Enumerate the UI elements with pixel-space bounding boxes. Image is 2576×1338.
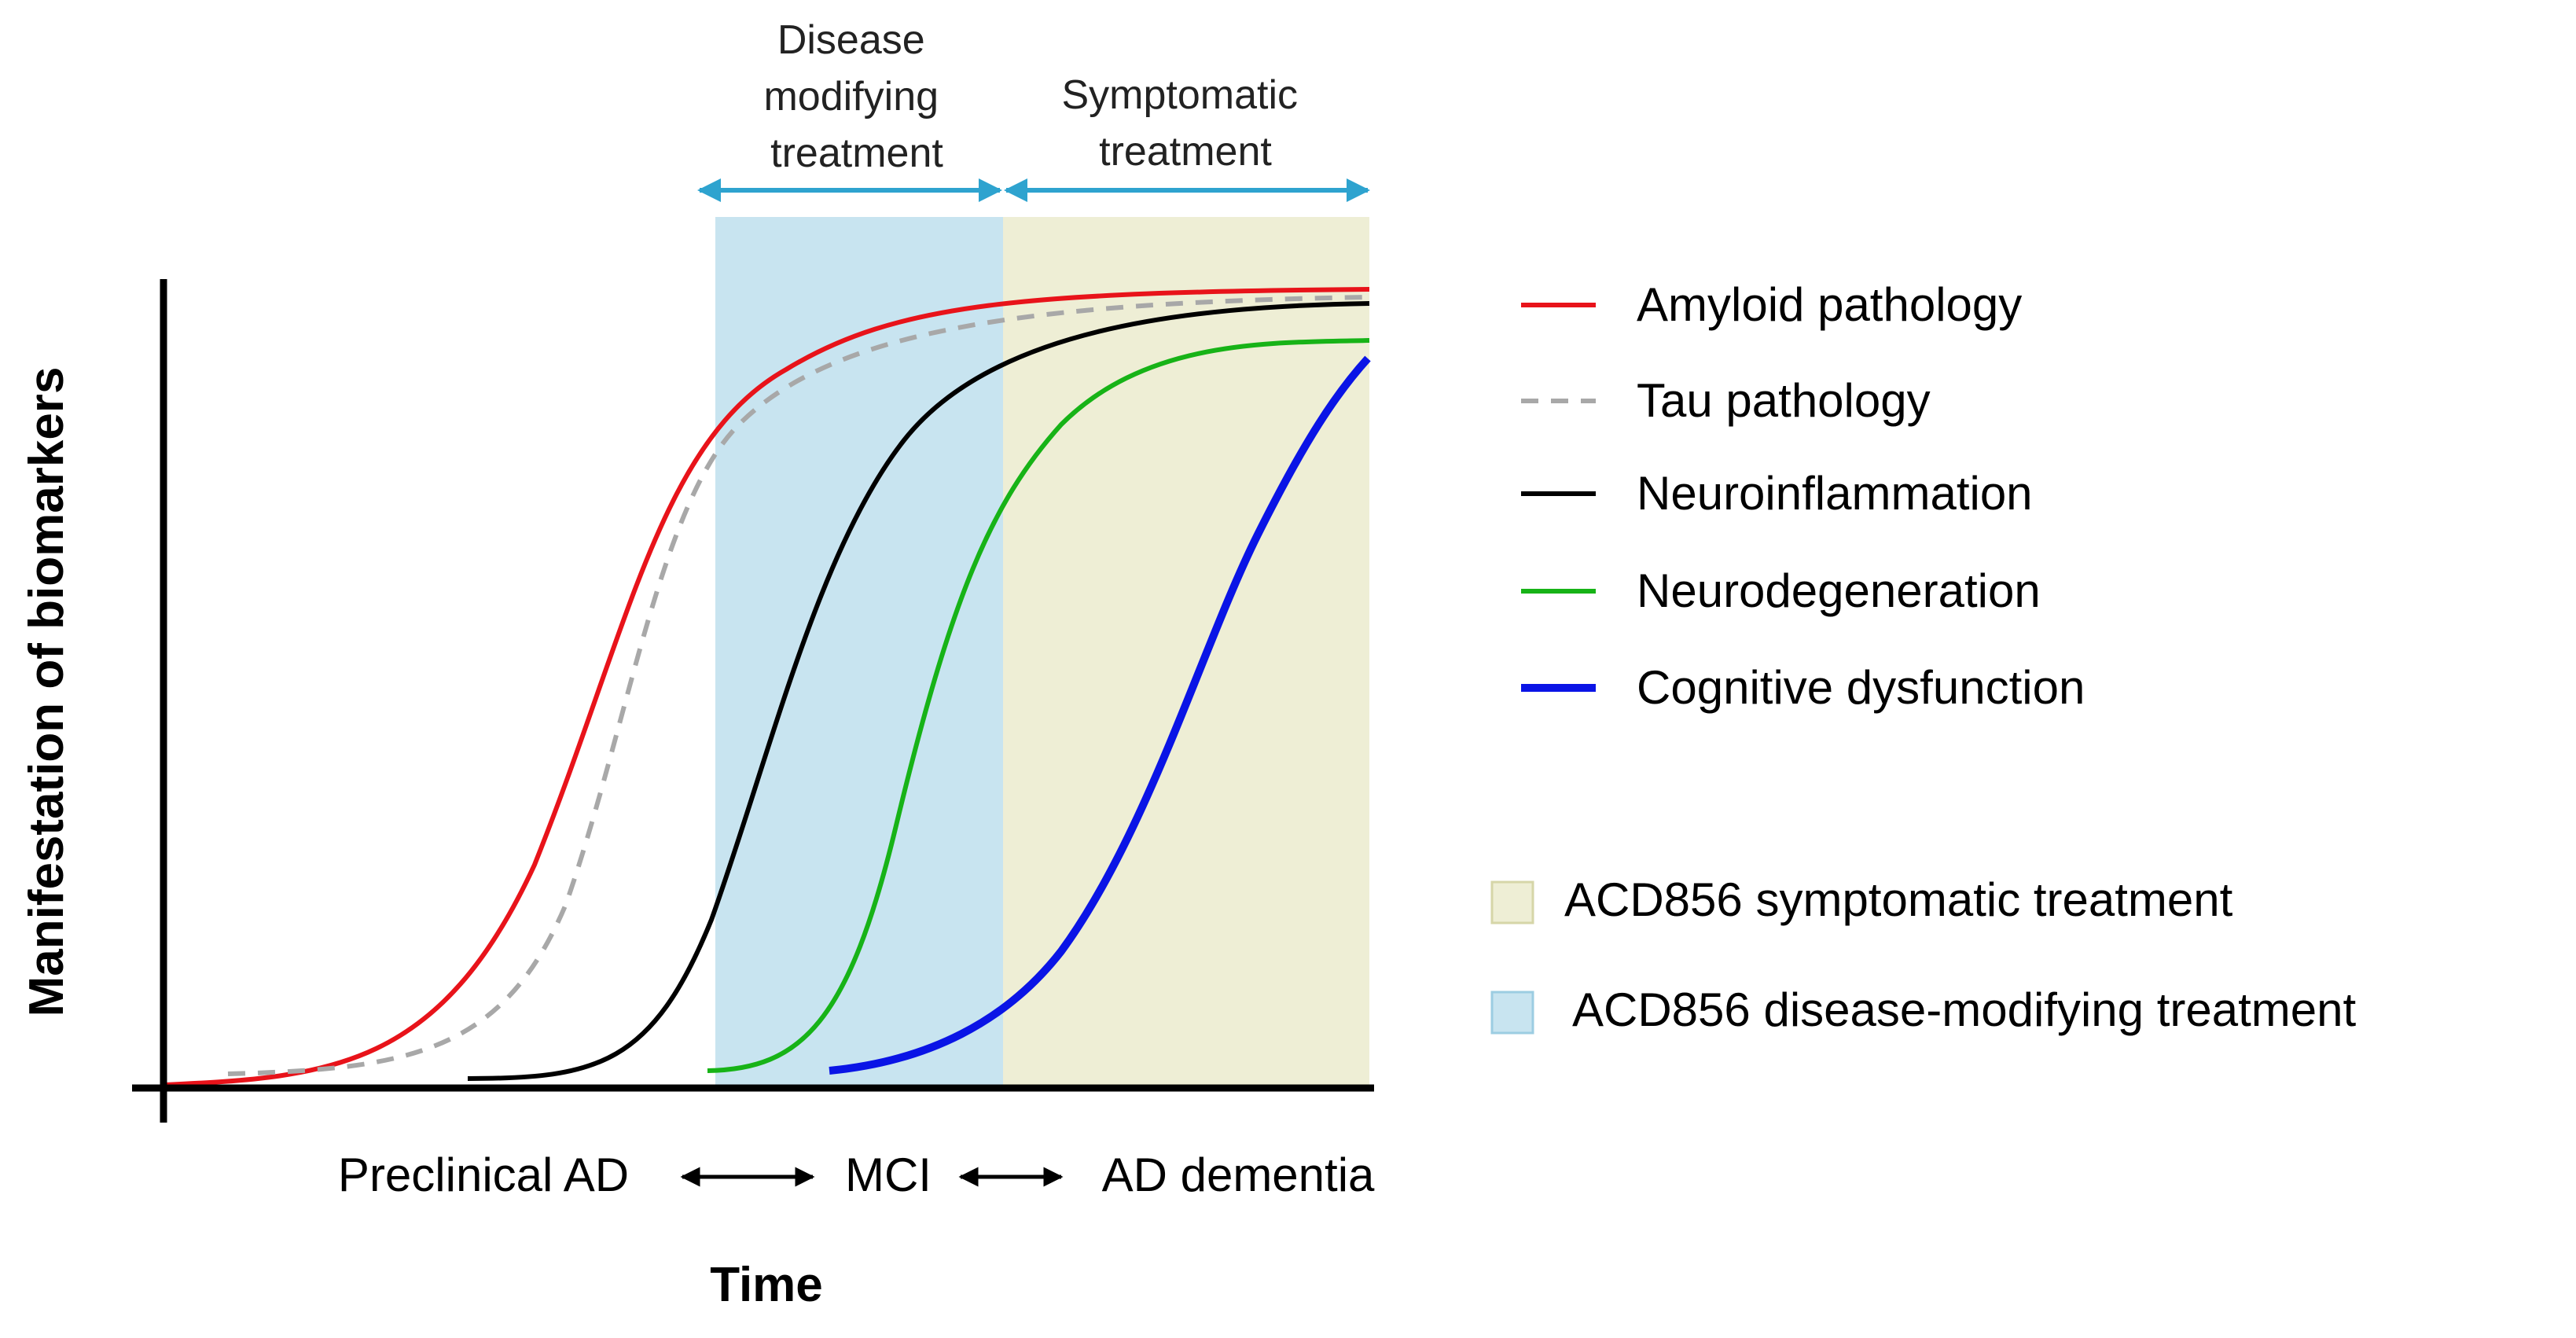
legend-label-cognitive: Cognitive dysfunction bbox=[1637, 661, 2085, 714]
legend-item-symptomatic-region: ACD856 symptomatic treatment bbox=[1490, 873, 2233, 926]
stage-preclinical: Preclinical AD bbox=[338, 1149, 629, 1201]
disease-modifying-region bbox=[715, 217, 1003, 1085]
legend: Amyloid pathology Tau pathology Neuroinf… bbox=[1490, 278, 2356, 1036]
legend-item-neurodegeneration: Neurodegeneration bbox=[1521, 564, 2041, 617]
cognitive-dysfunction-curve bbox=[829, 355, 1371, 1075]
neuroinflammation-curve bbox=[467, 301, 1370, 1081]
legend-item-cognitive: Cognitive dysfunction bbox=[1521, 661, 2085, 714]
stage-dementia: AD dementia bbox=[1102, 1149, 1375, 1201]
legend-swatch-symptomatic bbox=[1490, 880, 1534, 924]
amyloid-pathology-curve bbox=[164, 287, 1370, 1087]
legend-swatch-disease-modifying bbox=[1490, 991, 1534, 1035]
legend-label-disease-modifying: ACD856 disease-modifying treatment bbox=[1572, 983, 2356, 1036]
legend-label-amyloid: Amyloid pathology bbox=[1637, 278, 2022, 331]
symptomatic-region bbox=[1003, 217, 1369, 1085]
legend-label-neurodegeneration: Neurodegeneration bbox=[1637, 564, 2041, 617]
stage-mci: MCI bbox=[845, 1149, 932, 1201]
tau-pathology-curve bbox=[227, 295, 1370, 1076]
legend-item-disease-modifying-region: ACD856 disease-modifying treatment bbox=[1490, 983, 2356, 1036]
legend-label-neuroinflammation: Neuroinflammation bbox=[1637, 467, 2033, 520]
neurodegeneration-curve bbox=[707, 338, 1370, 1073]
legend-item-tau: Tau pathology bbox=[1521, 374, 1931, 427]
disease-modifying-label: Disease modifying treatment bbox=[763, 17, 950, 176]
y-axis-label: Manifestation of biomarkers bbox=[20, 367, 74, 1017]
legend-item-amyloid: Amyloid pathology bbox=[1521, 278, 2022, 331]
symptomatic-label: Symptomatic treatment bbox=[1062, 72, 1310, 175]
legend-item-neuroinflammation: Neuroinflammation bbox=[1521, 467, 2033, 520]
legend-label-symptomatic: ACD856 symptomatic treatment bbox=[1564, 873, 2233, 926]
x-axis-label: Time bbox=[710, 1258, 823, 1312]
legend-label-tau: Tau pathology bbox=[1637, 374, 1931, 427]
